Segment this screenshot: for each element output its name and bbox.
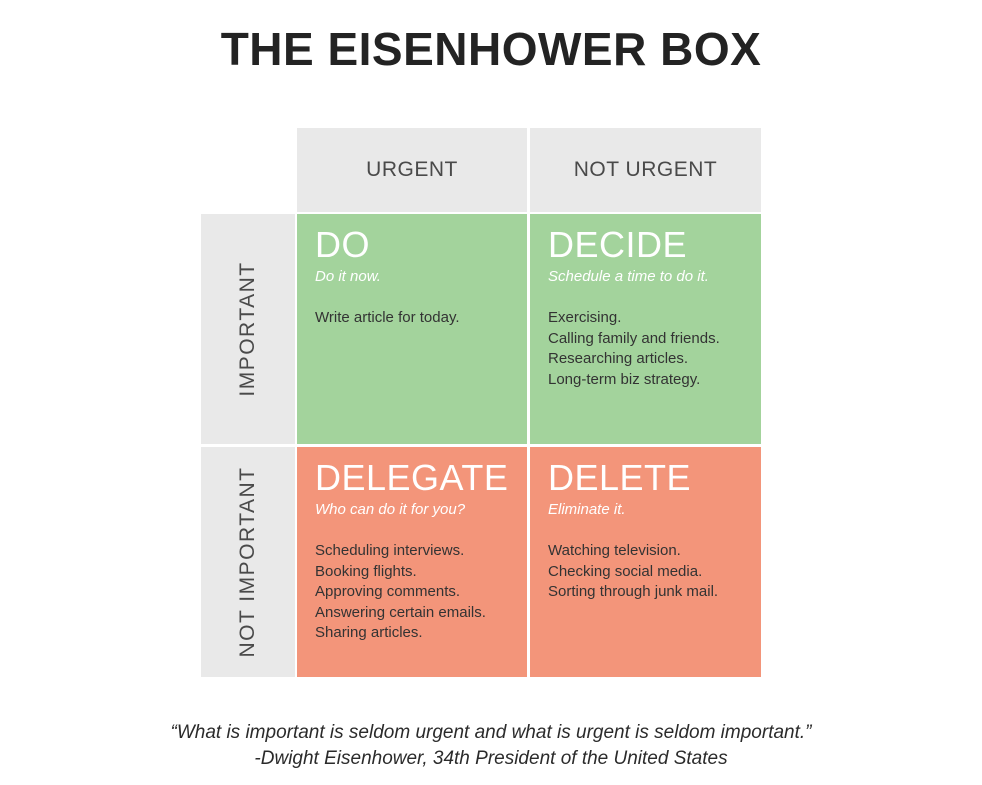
row-header-important-label: IMPORTANT bbox=[236, 261, 259, 397]
list-item: Write article for today. bbox=[315, 309, 460, 326]
list-item: Sharing articles. bbox=[315, 624, 423, 641]
quadrant-delegate-subtitle: Who can do it for you? bbox=[315, 501, 466, 518]
quadrant-delete: DELETE Eliminate it. Watching television… bbox=[530, 447, 761, 677]
quadrant-delegate: DELEGATE Who can do it for you? Scheduli… bbox=[297, 447, 527, 677]
quadrant-delete-list: Watching television. Checking social med… bbox=[548, 541, 747, 603]
quadrant-do-subtitle: Do it now. bbox=[315, 268, 381, 285]
quadrant-do-list: Write article for today. bbox=[315, 308, 513, 329]
row-header-not-important-label: NOT IMPORTANT bbox=[236, 466, 259, 658]
list-item: Approving comments. bbox=[315, 583, 461, 600]
column-header-not-urgent: NOT URGENT bbox=[530, 128, 761, 212]
list-item: Researching articles. bbox=[548, 350, 689, 367]
quadrant-decide: DECIDE Schedule a time to do it. Exercis… bbox=[530, 214, 761, 444]
list-item: Checking social media. bbox=[548, 562, 703, 580]
list-item: Sorting through junk mail. bbox=[548, 583, 719, 600]
list-item: Scheduling interviews. bbox=[315, 542, 465, 559]
quadrant-decide-heading: DECIDE bbox=[548, 224, 688, 265]
quadrant-delete-subtitle: Eliminate it. bbox=[548, 501, 626, 518]
list-item: Exercising. bbox=[548, 309, 622, 326]
quadrant-delegate-list: Scheduling interviews. Booking flights. … bbox=[315, 541, 513, 644]
list-item: Calling family and friends. bbox=[548, 329, 720, 347]
quote-text: “What is important is seldom urgent and … bbox=[170, 722, 812, 743]
row-header-important: IMPORTANT bbox=[201, 214, 295, 444]
quadrant-decide-subtitle: Schedule a time to do it. bbox=[548, 268, 709, 285]
quote: “What is important is seldom urgent and … bbox=[0, 720, 982, 772]
list-item: Long-term biz strategy. bbox=[548, 370, 701, 388]
quadrant-delegate-heading: DELEGATE bbox=[315, 457, 509, 498]
quadrant-do: DO Do it now. Write article for today. bbox=[297, 214, 527, 444]
quadrant-do-heading: DO bbox=[315, 224, 370, 265]
list-item: Answering certain emails. bbox=[315, 603, 486, 621]
quadrant-decide-list: Exercising. Calling family and friends. … bbox=[548, 308, 747, 390]
column-header-urgent: URGENT bbox=[297, 128, 527, 212]
quote-attribution: -Dwight Eisenhower, 34th President of th… bbox=[254, 748, 728, 769]
row-header-not-important: NOT IMPORTANT bbox=[201, 447, 295, 677]
list-item: Watching television. bbox=[548, 542, 681, 559]
quadrant-delete-heading: DELETE bbox=[548, 457, 692, 498]
page-title: THE EISENHOWER BOX bbox=[220, 23, 762, 75]
list-item: Booking flights. bbox=[315, 562, 417, 580]
